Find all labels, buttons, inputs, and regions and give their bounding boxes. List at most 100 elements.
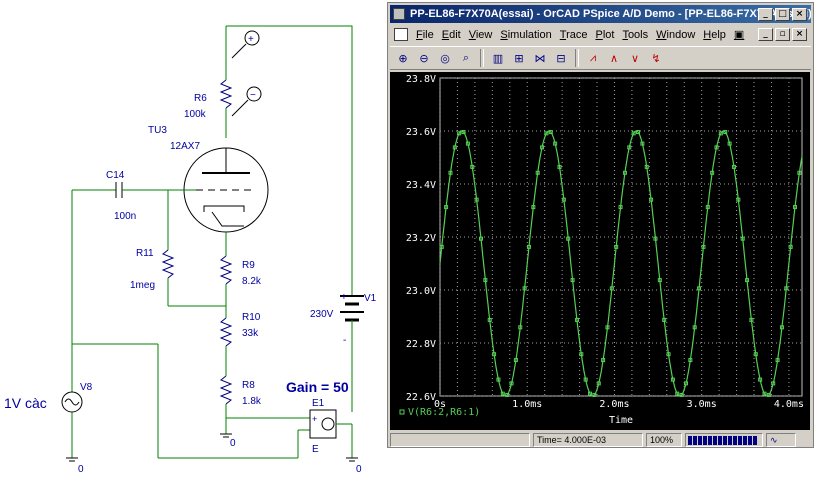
menu-tools[interactable]: Tools <box>622 28 649 41</box>
menu-trace[interactable]: Trace <box>559 28 588 41</box>
mdi-minimize-button[interactable]: _ <box>758 28 773 41</box>
series-point <box>513 358 518 363</box>
series-point <box>723 130 728 135</box>
series-point <box>688 358 693 363</box>
menu-help[interactable]: Help <box>703 28 726 41</box>
zoom-out-icon[interactable]: ⊖ <box>419 51 429 65</box>
toggle-cursor-icon[interactable]: ⩘ <box>589 51 597 64</box>
cursor-trough-icon[interactable]: ∨ <box>630 51 640 65</box>
x-tick-label: 3.0ms <box>687 399 717 410</box>
series-point <box>736 197 741 202</box>
log-x-icon[interactable]: ▥ <box>492 51 504 65</box>
series-point <box>753 352 758 357</box>
e-label: E <box>312 444 319 455</box>
series-point <box>596 381 601 386</box>
c14-ref: C14 <box>106 170 125 181</box>
progress-segment <box>713 435 717 445</box>
progress-segment <box>718 435 722 445</box>
document-icon[interactable] <box>394 28 408 41</box>
menu-view[interactable]: View <box>468 28 493 41</box>
series-point <box>535 170 540 175</box>
zoom-in-icon[interactable]: ⊕ <box>398 51 408 65</box>
progress-segment <box>703 435 707 445</box>
series-point <box>636 130 641 135</box>
series-point <box>444 205 449 210</box>
mdi-buttons: _ ▫ × <box>758 28 807 41</box>
x-axis-label: Time <box>609 415 633 426</box>
series-point <box>540 145 545 150</box>
series-point <box>714 145 719 150</box>
progress-segment <box>738 435 742 445</box>
app-icon[interactable] <box>393 8 405 20</box>
add-trace-icon[interactable]: ⊟ <box>556 51 566 65</box>
close-button[interactable]: × <box>792 8 807 21</box>
series-point <box>439 244 444 249</box>
voltage-probe-plus-icon[interactable] <box>231 30 260 59</box>
status-bar: Time= 4.000E-03 100% ∿ <box>390 433 811 447</box>
series-point <box>561 197 566 202</box>
performance-icon[interactable]: ⋈ <box>534 51 546 65</box>
c14-value: 100n <box>114 211 136 222</box>
series-point <box>766 392 771 397</box>
series-point <box>505 392 510 397</box>
x-tick-label: 4.0ms <box>774 399 804 410</box>
cursor-peak-icon[interactable]: ∧ <box>609 51 619 65</box>
series-point <box>675 391 680 396</box>
progress-segment <box>688 435 692 445</box>
series-point <box>745 278 750 283</box>
menu-window[interactable]: Window <box>656 28 696 41</box>
series-point <box>579 352 584 357</box>
series-point <box>470 164 475 169</box>
simulation-progress-bar <box>685 433 763 447</box>
series-point <box>705 205 710 210</box>
menu-simulation[interactable]: Simulation <box>500 28 552 41</box>
zoom-area-icon[interactable]: ◎ <box>440 51 450 65</box>
status-blank <box>390 433 530 447</box>
y-tick-label: 22.8V <box>406 339 436 350</box>
progress-segment <box>708 435 712 445</box>
series-point <box>601 358 606 363</box>
menu-file[interactable]: File <box>416 28 434 41</box>
mdi-close-button[interactable]: × <box>792 28 807 41</box>
progress-segment <box>698 435 702 445</box>
minimize-button[interactable]: _ <box>758 8 773 21</box>
series-point <box>784 286 789 291</box>
tube-part: 12AX7 <box>170 141 200 152</box>
y-tick-label: 22.6V <box>406 392 436 403</box>
series-point <box>622 170 627 175</box>
r8-ref: R8 <box>242 380 255 391</box>
r10-value: 33k <box>242 328 259 339</box>
v1-minus-sign: - <box>343 335 346 346</box>
mark-label-icon[interactable]: ↯ <box>651 51 661 65</box>
r9-ref: R9 <box>242 260 255 271</box>
series-point <box>649 197 654 202</box>
fourier-icon[interactable]: ⊞ <box>514 51 524 65</box>
progress-segment <box>743 435 747 445</box>
series-point <box>762 391 767 396</box>
series-point <box>701 244 706 249</box>
series-point <box>749 317 754 322</box>
series-line <box>439 130 803 397</box>
menu-edit[interactable]: Edit <box>441 28 461 41</box>
r8-value: 1.8k <box>242 396 262 407</box>
title-bar[interactable]: PP-EL86-F7X70A(essai) - OrCAD PSpice A/D… <box>390 5 811 23</box>
probe-plus-label: + <box>248 34 254 45</box>
series-point <box>566 236 571 241</box>
series-point <box>588 391 593 396</box>
mdi-restore-button[interactable]: ▫ <box>775 28 790 41</box>
context-help-icon[interactable]: ▣ <box>733 29 745 41</box>
series-point <box>592 392 597 397</box>
series-point <box>631 131 636 136</box>
series-point <box>797 170 802 175</box>
status-zoom: 100% <box>646 433 682 447</box>
series-point <box>570 278 575 283</box>
maximize-button[interactable]: □ <box>775 8 790 21</box>
menu-plot[interactable]: Plot <box>595 28 615 41</box>
series-point <box>731 164 736 169</box>
series-point <box>465 141 470 146</box>
voltage-probe-minus-icon[interactable] <box>231 86 262 117</box>
zoom-fit-icon[interactable]: ⌕ <box>462 51 470 64</box>
r9-value: 8.2k <box>242 276 262 287</box>
